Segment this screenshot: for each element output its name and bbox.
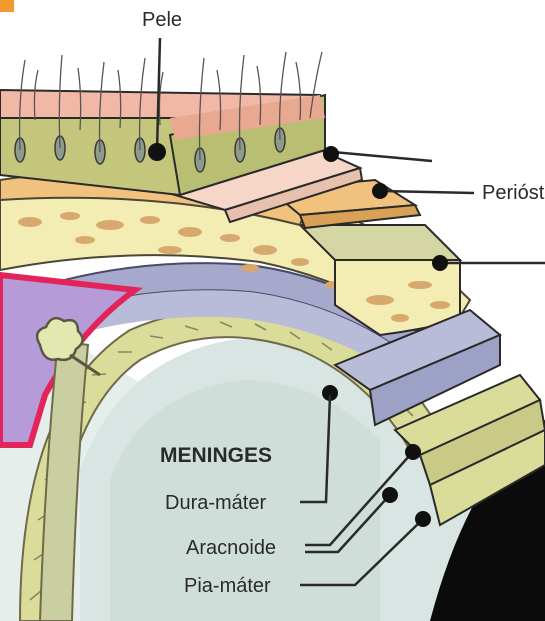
marker-pele — [148, 143, 166, 161]
leader-aponeurose — [333, 152, 432, 161]
label-pele: Pele — [142, 9, 182, 31]
label-aracnoide: Aracnoide — [186, 537, 276, 559]
marker-bone — [432, 255, 448, 271]
label-pia-mater: Pia-máter — [184, 575, 271, 597]
label-periosteo: Perióst — [482, 182, 545, 204]
corner-accent — [0, 0, 14, 12]
marker-aracnoide-2 — [382, 487, 398, 503]
label-meninges: MENINGES — [160, 444, 272, 467]
marker-periosteo — [372, 183, 388, 199]
label-dura-mater: Dura-máter — [165, 492, 266, 514]
marker-aponeurose — [323, 146, 339, 162]
marker-pia-mater — [415, 511, 431, 527]
marker-aracnoide-1 — [405, 444, 421, 460]
